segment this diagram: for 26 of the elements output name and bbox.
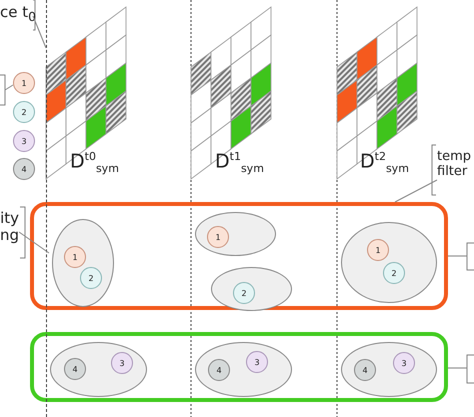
annotation-text: ce t$_{0}$ [0,4,33,28]
numbered-circle: 1 [13,72,35,94]
leader-line [32,16,46,48]
group-frame [30,332,448,402]
numbered-circle: 2 [233,282,255,304]
numbered-circle: 2 [80,267,102,289]
numbered-circle: 3 [111,352,133,374]
annotation-text: temp filter [437,150,474,190]
numbered-circle: 1 [367,239,389,261]
numbered-circle: 4 [354,359,376,381]
numbered-circle: 1 [64,246,86,268]
numbered-circle: 2 [13,101,35,123]
divider-line [46,0,48,417]
annotation-text: ity ng [0,210,19,254]
leader-line [4,84,14,90]
group-frame [30,202,448,310]
numbered-circle: 3 [393,352,415,374]
numbered-circle: 1 [207,226,229,248]
numbered-circle: 4 [13,158,35,180]
numbered-circle: 2 [383,262,405,284]
leader-line [394,180,438,202]
numbered-circle: 3 [246,351,268,373]
leader-line [18,232,50,254]
numbered-circle: 4 [208,359,230,381]
numbered-circle: 3 [13,130,35,152]
numbered-circle: 4 [64,358,86,380]
